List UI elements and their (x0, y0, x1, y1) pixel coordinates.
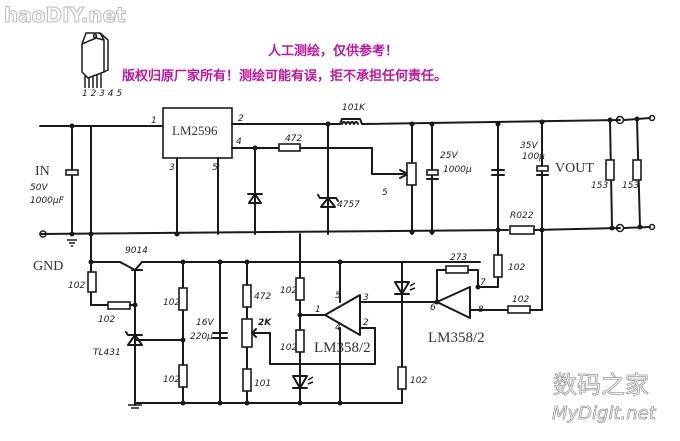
catch-diode (247, 193, 263, 204)
opamp-lm358-1 (324, 294, 361, 336)
transistor-9014 (119, 261, 481, 306)
resistor-102-op2-b (507, 305, 531, 314)
resistor-102-base-2 (107, 301, 131, 310)
gnd-input-terminal (39, 230, 47, 238)
ground-icon (67, 239, 77, 247)
pin-4-label: 4 (236, 137, 242, 147)
cap1-capacitance-label: 1000μ (443, 165, 472, 175)
potentiometer-output (406, 162, 417, 186)
watermark-haodiy: haoDIY.net (4, 3, 126, 27)
inductor-label: 101K (342, 103, 366, 113)
op1-pin1: 1 (315, 305, 321, 315)
resistor-102-divider-top (178, 287, 188, 311)
r-472-fb-label: 472 (285, 134, 302, 144)
watermark-mydigit-cn: 数码之家 (553, 371, 649, 399)
cap-35v-100u (536, 165, 549, 172)
resistor-101-ref (242, 368, 252, 392)
r-base2-label: 102 (98, 315, 115, 325)
op1-pin4: 4 (335, 323, 341, 333)
resistor-102-led (397, 366, 407, 390)
potentiometer-2k (241, 318, 253, 348)
resistor-102-op2-a (493, 254, 503, 278)
gnd-label: GND (33, 259, 63, 274)
r-op2-a-label: 102 (508, 263, 525, 273)
r-sense-label: R022 (510, 211, 534, 221)
ground-icon-control (128, 404, 142, 409)
op2-pin7: 7 (480, 278, 486, 288)
in-cap-voltage: 50V (30, 183, 48, 193)
notice-line-1: 人工测绘，仅供参考！ (268, 43, 398, 59)
cap2-capacitance-label: 100μ (522, 152, 545, 162)
led-indicator-1 (292, 375, 308, 389)
pin-1-label: 1 (151, 116, 157, 126)
resistor-102-base-1 (87, 271, 97, 293)
resistor-472-fb (278, 143, 301, 152)
pin-2-label: 2 (238, 114, 244, 124)
opamp2-label: LM358/2 (428, 330, 485, 346)
in-cap-capacitance: 1000μF (30, 196, 65, 206)
cap-input-50v-1000u (65, 169, 79, 176)
resistor-102-divider-bottom (178, 364, 188, 388)
r-div-top-label: 102 (163, 298, 180, 308)
r-feedback-label: 273 (450, 253, 467, 263)
pot-2k-label: 2K (258, 318, 272, 328)
pin-5-label: 5 (212, 163, 218, 173)
watermark-mydigit-en: MyDigit.net (552, 403, 657, 424)
resistor-153-load-1 (605, 159, 615, 181)
r-op1-top-label: 102 (280, 286, 297, 296)
resistor-102-op1-bottom (295, 329, 305, 353)
pin-3-label: 3 (169, 163, 175, 173)
cap1-voltage-label: 25V (440, 151, 458, 161)
r-base1-label: 102 (68, 281, 85, 291)
cap2-voltage-label: 35V (520, 141, 538, 151)
notice-line-2: 版权归原厂家所有！测绘可能有误，拒不承担任何责任。 (122, 68, 447, 84)
cap-ref-capacitance: 220μ (190, 332, 213, 342)
inductor-101k (339, 118, 363, 125)
vout-label: VOUT (555, 161, 594, 176)
wire-vout-rail (361, 119, 621, 125)
cap-25v-1000u (426, 169, 439, 176)
zener-4757 (317, 194, 339, 208)
lm2596-ic (162, 107, 233, 159)
cap-ref-voltage: 16V (196, 318, 214, 328)
r-op1-bot-label: 102 (280, 343, 297, 353)
resistor-102-op1-top (295, 277, 305, 301)
resistor-472-ref (242, 284, 252, 308)
op2-pin6: 6 (430, 303, 436, 313)
pot-cc-label: 5 (382, 188, 388, 198)
r-pot-top-label: 472 (254, 292, 271, 302)
r-led-label: 102 (410, 376, 427, 386)
r-op2-b-label: 102 (512, 295, 529, 305)
r-pot-bot-label: 101 (254, 379, 271, 389)
op1-pin3: 3 (363, 293, 369, 303)
op1-pin5: 5 (335, 291, 341, 301)
resistor-153-load-2 (632, 159, 642, 181)
package-pin-numbers: 1 2 3 4 5 (82, 89, 122, 99)
resistor-273-feedback (445, 265, 469, 274)
tl431-label: TL431 (93, 348, 121, 358)
in-label: IN (35, 164, 50, 179)
led-indicator-2 (394, 281, 410, 295)
to220-package-icon: 1 2 3 4 5 (81, 32, 122, 99)
vout-positive-output (648, 114, 656, 122)
opamp-lm358-2 (436, 286, 471, 319)
r-div-bot-label: 102 (163, 375, 180, 385)
op1-pin2: 2 (363, 318, 369, 328)
ic-lm2596-label: LM2596 (172, 123, 218, 138)
transistor-label: 9014 (125, 246, 148, 256)
r-load1-label: 153 (591, 181, 608, 191)
r-load2-label: 153 (622, 181, 639, 191)
vout-negative-output (648, 223, 656, 231)
zener-label: 4757 (337, 200, 360, 210)
opamp1-label: LM358/2 (314, 340, 371, 356)
resistor-r022-sense (509, 225, 535, 235)
